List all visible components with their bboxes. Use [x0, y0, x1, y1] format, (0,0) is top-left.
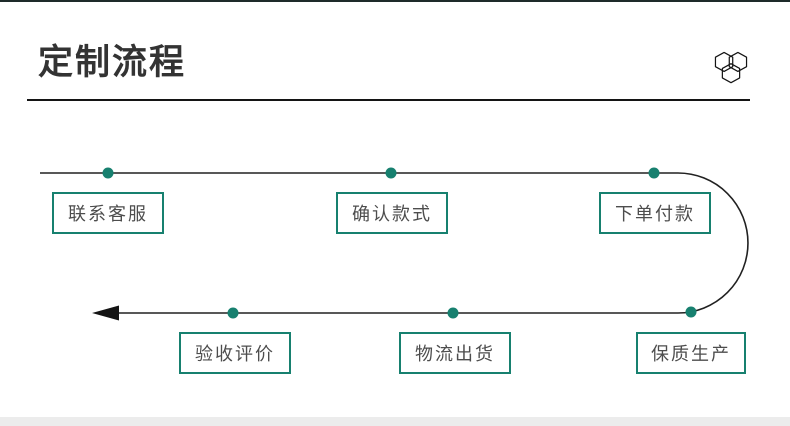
page-title: 定制流程	[38, 43, 187, 83]
step-label: 保质生产	[651, 344, 731, 365]
step-box-acceptance-review: 验收评价	[179, 332, 291, 374]
step-box-confirm-style: 确认款式	[336, 192, 448, 234]
flow-node-dot	[227, 307, 239, 319]
flow-node-dot	[648, 167, 660, 179]
step-label: 确认款式	[352, 204, 432, 225]
step-box-contact-service: 联系客服	[52, 192, 164, 234]
step-label: 下单付款	[615, 204, 695, 225]
flow-node-dot	[685, 306, 697, 318]
title-underline	[27, 99, 750, 101]
flow-node-dot	[102, 167, 114, 179]
step-label: 联系客服	[68, 204, 148, 225]
page-top-divider	[0, 0, 790, 2]
step-box-order-pay: 下单付款	[599, 192, 711, 234]
step-label: 物流出货	[415, 344, 495, 365]
triple-hexagon-icon	[714, 51, 748, 84]
flow-arrowhead-icon	[92, 305, 119, 321]
flow-node-dots	[102, 167, 697, 319]
flow-node-dot	[385, 167, 397, 179]
step-box-logistics-shipping: 物流出货	[399, 332, 511, 374]
step-label: 验收评价	[195, 344, 275, 365]
flow-node-dot	[447, 307, 459, 319]
footer-bar	[0, 417, 790, 426]
step-box-quality-production: 保质生产	[636, 332, 746, 374]
flow-path	[40, 172, 749, 314]
